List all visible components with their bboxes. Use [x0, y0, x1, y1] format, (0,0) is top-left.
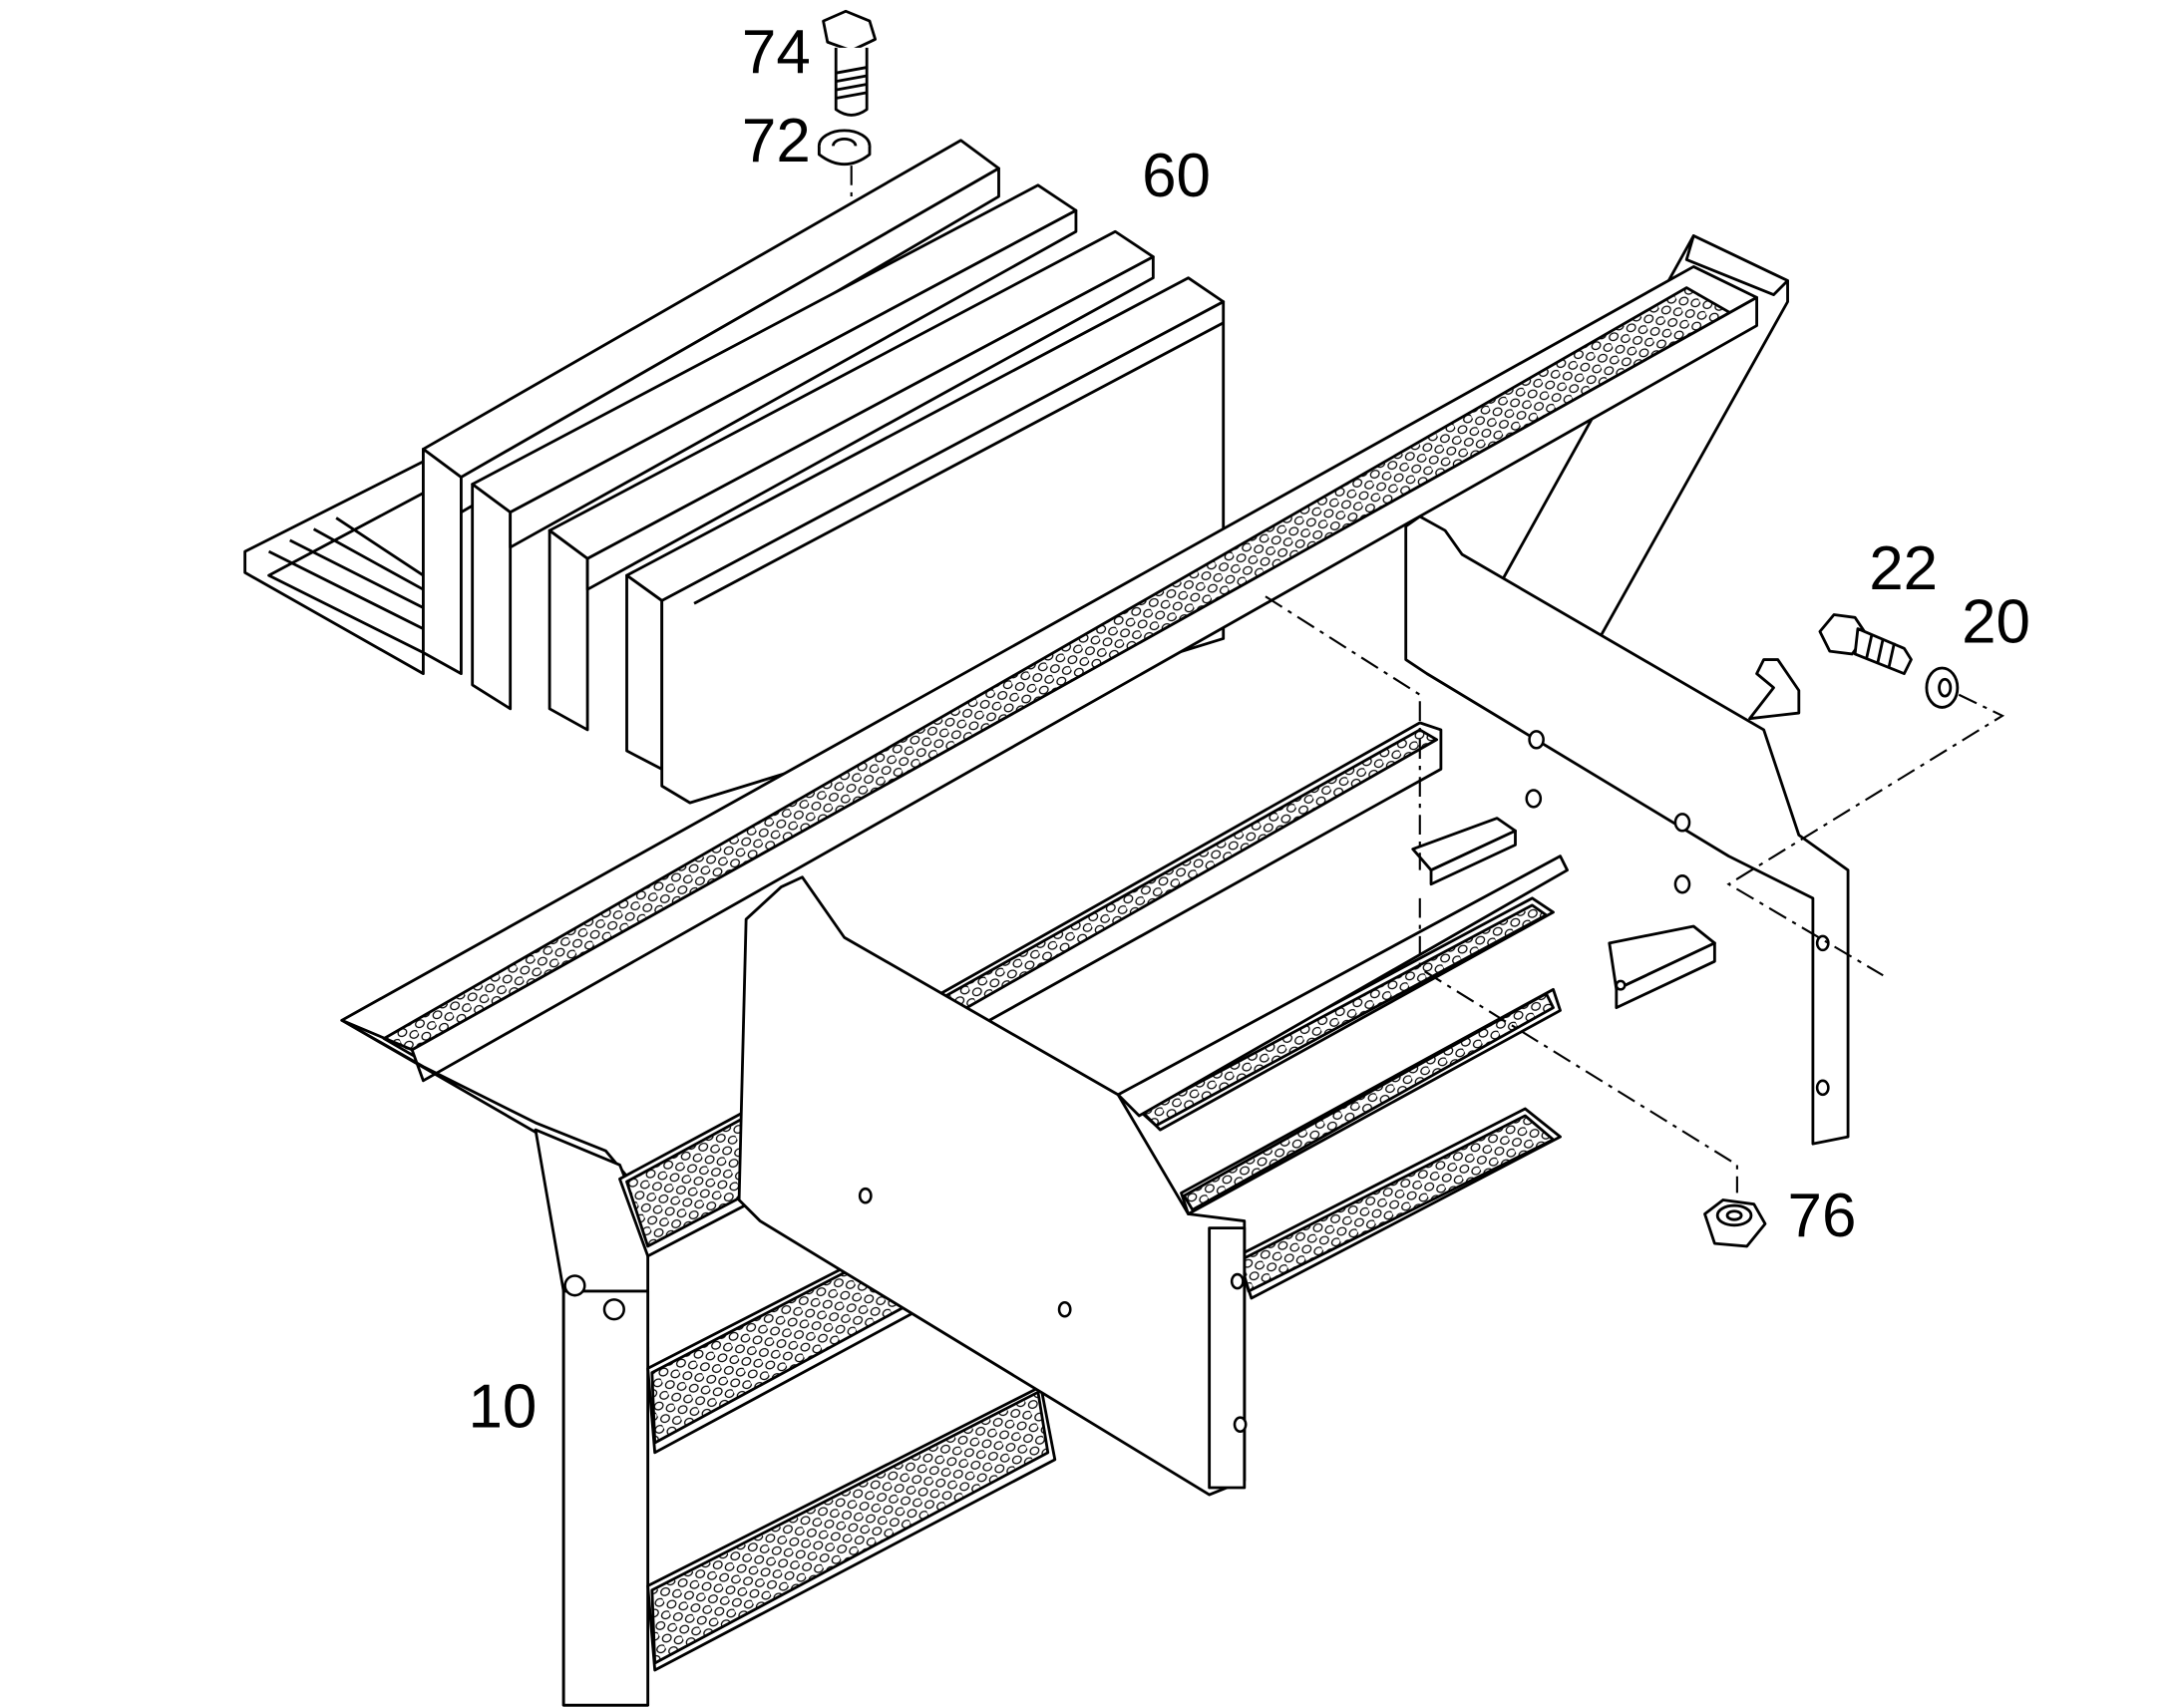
- callout-20: 20: [1962, 588, 2030, 657]
- bolt-part-74: [822, 9, 878, 117]
- callout-76: 76: [1788, 1182, 1857, 1250]
- callout-22: 22: [1869, 534, 1938, 603]
- callout-60: 60: [1142, 142, 1211, 210]
- callout-74: 74: [742, 18, 811, 87]
- callout-72: 72: [742, 107, 811, 175]
- filter-cassette-part-60: [243, 139, 1226, 805]
- washer-part-20: [1925, 666, 1960, 709]
- washer-part-72: [817, 129, 872, 167]
- part-callouts: 74 72 60 22 20 76 10: [468, 18, 2030, 1441]
- step-assembly-part-10: [340, 234, 1850, 1707]
- assembly-center-lines: [850, 166, 2005, 1194]
- nut-part-76: [1703, 1198, 1767, 1248]
- callout-10: 10: [468, 1372, 537, 1441]
- bolt-part-22: [1818, 613, 1913, 676]
